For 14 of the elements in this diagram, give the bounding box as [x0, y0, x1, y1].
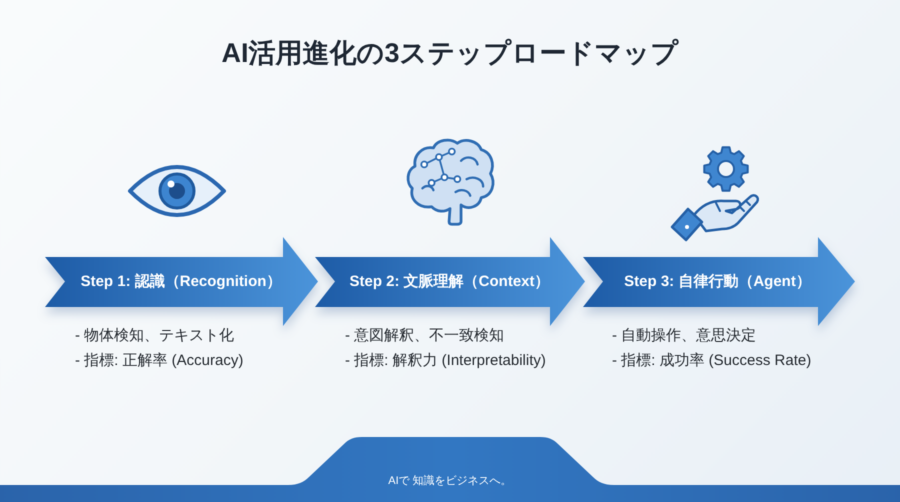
step-label: Step 1: 認識（Recognition）: [80, 273, 282, 291]
tagline: AIで 知識をビジネスへ。: [388, 475, 512, 488]
page-title: AI活用進化の3ステップロードマップ: [221, 37, 679, 70]
step-banner: [315, 237, 585, 326]
step-label: Step 3: 自律行動（Agent）: [624, 273, 811, 291]
bullet-text: - 自動操作、意思決定: [612, 327, 756, 345]
step-label: Step 2: 文脈理解（Context）: [349, 273, 550, 291]
bullet-text: - 指標: 成功率 (Success Rate): [612, 352, 812, 370]
bullet-text: - 指標: 解釈力 (Interpretability): [345, 352, 546, 370]
step-banner: [45, 237, 318, 326]
step-banner: [583, 237, 855, 326]
bullet-text: - 指標: 正解率 (Accuracy): [75, 352, 244, 370]
bullet-text: - 意図解釈、不一致検知: [345, 327, 504, 345]
bullet-text: - 物体検知、テキスト化: [75, 327, 234, 345]
